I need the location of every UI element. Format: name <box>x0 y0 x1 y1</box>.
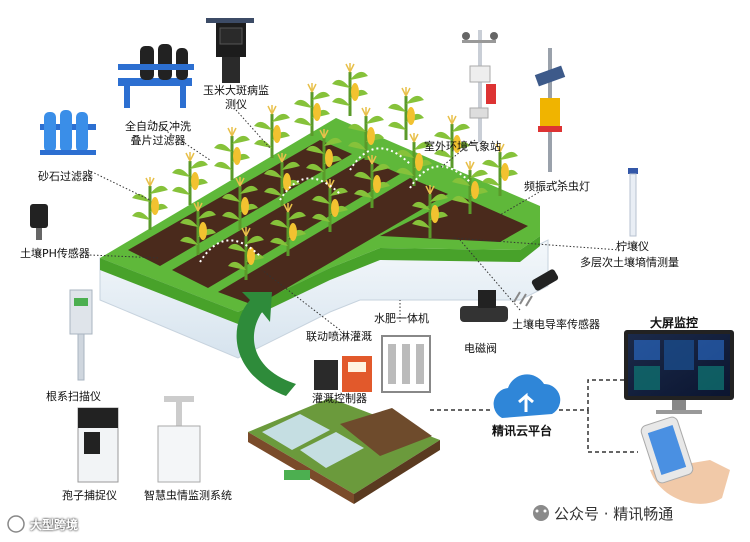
leader-lines <box>87 109 621 331</box>
soil-bed-4 <box>380 196 528 242</box>
disc-filter-device <box>118 44 194 108</box>
corn-plants <box>132 63 518 280</box>
weather-station-device <box>462 30 498 142</box>
label-spore-trap: 孢子捕捉仪 <box>62 489 117 502</box>
label-insect-monitor: 智慧虫情监测系统 <box>144 489 232 502</box>
corn-plant <box>172 152 208 205</box>
soil-moisture-device <box>628 168 638 237</box>
corn-plant <box>228 227 264 280</box>
label-linked-spray: 联动喷淋灌溉 <box>306 330 372 343</box>
label-root-scanner: 根系扫描仪 <box>46 390 101 403</box>
corn-plant <box>214 127 250 180</box>
soil-ph-device <box>30 204 48 240</box>
spore-trap-device <box>77 407 119 483</box>
label-soil-ph-sensor: 土壤PH传感器 <box>20 247 90 260</box>
corn-plant <box>396 133 432 186</box>
label-solenoid-valve: 电磁阀 <box>464 342 497 355</box>
corn-plant <box>294 83 330 136</box>
wechat-watermark: 公众号 · 精讯畅通 <box>554 505 674 523</box>
label-fertilizer-machine: 水肥一体机 <box>374 312 429 325</box>
corn-plant <box>482 143 518 196</box>
corn-plant <box>254 105 290 158</box>
soil-bed-3 <box>218 178 448 306</box>
sand-filter-device <box>40 110 96 155</box>
corn-plant <box>132 177 168 230</box>
corn-plant <box>306 129 342 182</box>
network-lines <box>430 379 638 453</box>
phone-icon <box>640 416 730 504</box>
corn-plant <box>354 155 390 208</box>
corn-plant <box>312 179 348 232</box>
corn-plant <box>434 115 470 168</box>
disease-monitor-device <box>206 18 254 83</box>
label-soil-moisture-meter: 柠壤仪 <box>616 240 649 253</box>
fertilizer-machine-device <box>381 335 431 393</box>
corn-plant <box>388 87 424 140</box>
label-auto-backwash-filter: 全自动反冲洗叠片过滤器 <box>125 120 191 147</box>
corn-plant <box>222 177 258 230</box>
label-sand-filter: 砂石过滤器 <box>38 170 93 183</box>
corn-plant <box>180 202 216 255</box>
corn-plant <box>452 161 488 214</box>
corn-plant <box>270 203 306 256</box>
label-insect-lamp: 频振式杀虫灯 <box>524 180 590 193</box>
corn-plant <box>348 107 384 160</box>
mini-farm <box>248 398 440 504</box>
label-soil-multilayer: 多层次土壤墒情测量 <box>580 256 679 269</box>
cloud-icon <box>493 374 561 418</box>
root-scanner-device <box>69 289 93 381</box>
wechat-icon <box>533 505 549 521</box>
corn-plant <box>412 185 448 238</box>
left-logo-icon <box>7 515 25 533</box>
green-curved-arrow <box>236 292 296 396</box>
solenoid-valve-device <box>460 290 508 322</box>
platform-rim <box>100 236 540 324</box>
label-big-screen: 大屏监控 <box>650 316 699 330</box>
corn-plant <box>264 153 300 206</box>
label-weather-station: 室外环境气象站 <box>424 140 501 153</box>
label-irrigation-controller: 灌溉控制器 <box>312 392 367 405</box>
insect-monitor-device <box>157 396 201 483</box>
label-conductivity-sensor: 土壤电导率传感器 <box>512 318 600 331</box>
corn-plant <box>332 63 368 116</box>
irrigation-controller-device <box>314 356 372 392</box>
label-cloud-platform: 精讯云平台 <box>492 424 553 438</box>
big-screen-icon <box>624 330 734 414</box>
label-corn-disease-monitor: 玉米大斑病监测仪 <box>203 84 269 111</box>
conductivity-device <box>513 269 559 307</box>
insect-lamp-device <box>534 48 566 172</box>
left-logo-watermark: 大型跨境 <box>30 518 79 532</box>
sprinkler-spray <box>199 147 471 263</box>
